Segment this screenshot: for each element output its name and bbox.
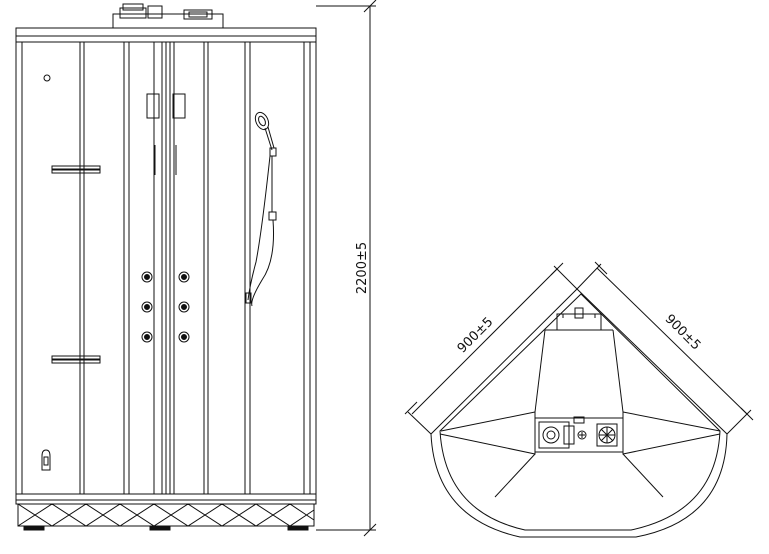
width-right-dimension-label: 900±5 [662,312,704,354]
indicator-icon [577,430,587,440]
massage-jets [141,271,190,343]
tray-outline [430,288,728,538]
width-dimension-right [576,261,754,435]
jet-icon [178,301,190,313]
jet-icon [141,271,153,283]
hand-shower-icon [245,111,277,307]
control-panel [146,93,186,175]
width-dimension-left [404,262,578,435]
height-dimension-label: 2200±5 [355,242,370,294]
roof-unit [112,3,224,29]
rear-mount [556,307,602,331]
towel-shelf-lower [51,355,101,364]
jet-icon [141,331,153,343]
towel-shelf-upper [51,165,101,174]
tray-ribs [439,329,721,498]
door-handle-icon [41,449,51,471]
jet-icon [141,301,153,313]
jet-icon [178,271,190,283]
fan-icon [596,423,618,447]
plan-view: 900±5 900±5 [404,261,754,538]
jet-icon [178,331,190,343]
panel-dividers [79,42,305,494]
control-box [534,416,624,453]
base-plinth [17,503,315,531]
front-elevation-view: 2200±5 [15,0,377,537]
height-dimension-line [316,0,377,537]
speaker-icon [542,426,560,444]
knob-icon [43,74,51,82]
